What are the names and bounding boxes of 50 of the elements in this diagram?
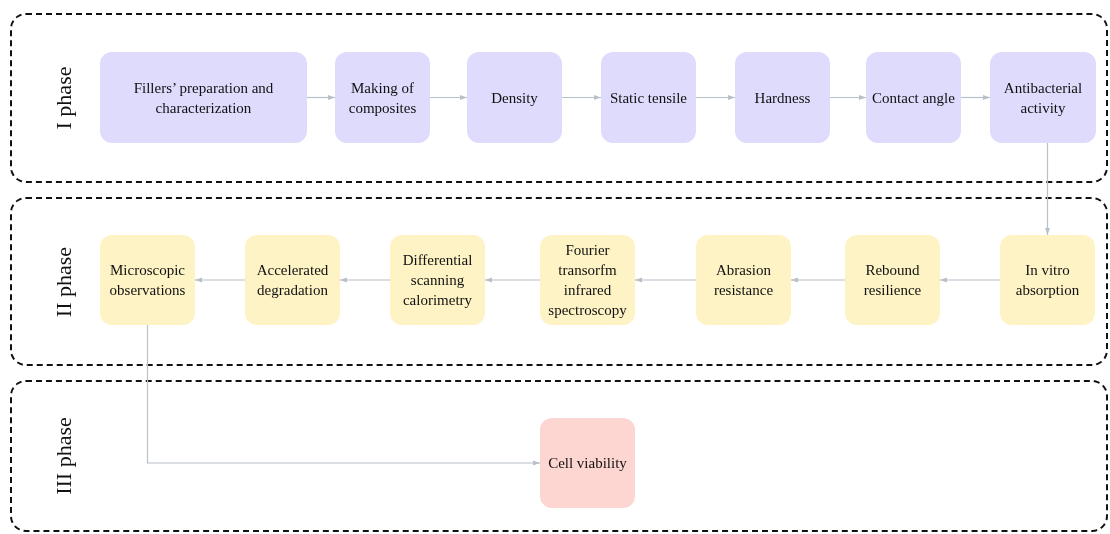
step-box: [540, 418, 635, 508]
arrow: [484, 277, 541, 283]
phase-label: II phase: [52, 246, 76, 317]
arrow: [561, 95, 602, 100]
step-label: Microscopic observations: [108, 261, 187, 300]
phase-frame: [10, 380, 1108, 532]
step-box: [335, 52, 430, 143]
arrow: [790, 277, 846, 283]
step-label: Fillers’ preparation and characterization: [132, 78, 275, 118]
phase-label: I phase: [52, 66, 76, 130]
step-box: [866, 52, 961, 143]
step-label: Rebound resilience: [862, 261, 923, 300]
step-label: Fourier transorfm infrared spectroscopy: [547, 241, 628, 320]
step-label: Differential scanning calorimetry: [401, 251, 474, 310]
step-label: Hardness: [754, 88, 811, 108]
step-box: [100, 52, 307, 143]
step-box: [540, 235, 635, 325]
step-box: [390, 235, 485, 325]
step-box: [990, 52, 1096, 143]
step-label: Cell viability: [548, 454, 627, 473]
step-label: Contact angle: [872, 88, 955, 108]
step-label: Abrasion resistance: [712, 261, 775, 300]
arrow: [306, 95, 336, 100]
step-box: [100, 235, 195, 325]
arrow: [829, 95, 867, 100]
step-label: Accelerated degradation: [255, 261, 330, 300]
step-box: [735, 52, 830, 143]
phase-frame: [10, 197, 1108, 366]
arrow: [339, 277, 391, 283]
arrow: [634, 277, 697, 283]
step-label: In vitro absorption: [1014, 261, 1081, 300]
arrow: [429, 95, 468, 100]
arrow: [960, 95, 991, 100]
step-label: Static tensile: [609, 88, 688, 108]
arrow: [194, 277, 246, 283]
arrow: [1045, 142, 1050, 236]
step-box: [601, 52, 696, 143]
phase-frame: [10, 13, 1108, 183]
step-box: [1000, 235, 1095, 325]
arrow: [695, 95, 736, 100]
arrow: [939, 277, 1001, 283]
step-label: Making of composites: [347, 78, 418, 118]
step-box: [696, 235, 791, 325]
step-box: [467, 52, 562, 143]
step-label: Antibacterial activity: [1002, 78, 1084, 118]
phase-label: III phase: [52, 417, 76, 495]
arrow: [146, 324, 541, 466]
step-label: Density: [491, 88, 538, 108]
step-box: [845, 235, 940, 325]
step-box: [245, 235, 340, 325]
